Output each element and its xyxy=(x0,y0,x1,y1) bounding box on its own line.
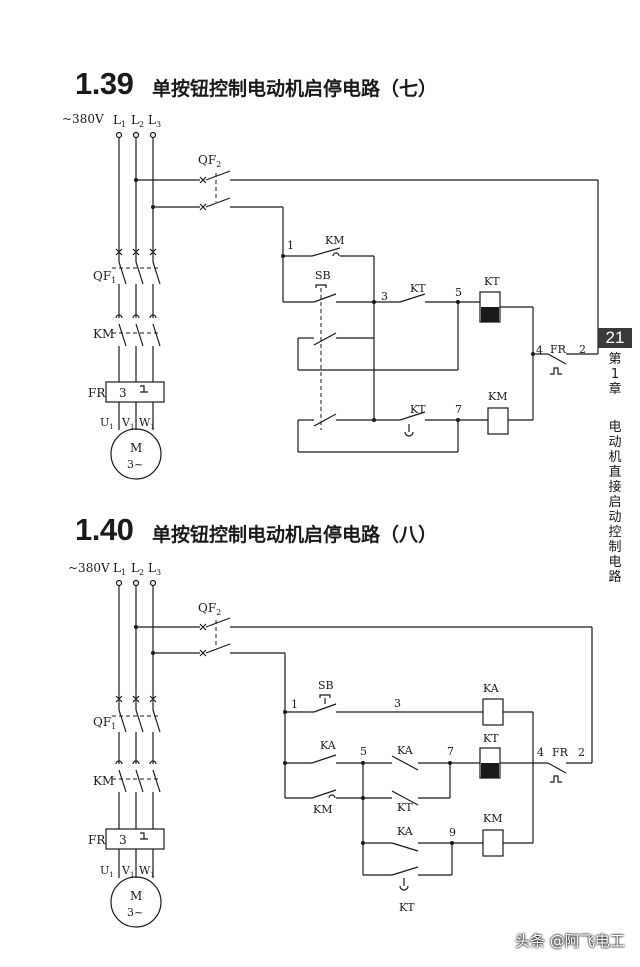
section-title: 单按钮控制电动机启停电路（七） xyxy=(152,78,438,100)
km-main-label: KM xyxy=(93,327,114,341)
chapter-title-char: 启 xyxy=(608,495,622,510)
chapter-title: 电 动 机 直 接 启 动 控 制 电 路 xyxy=(607,420,623,585)
node-9: 9 xyxy=(449,826,456,839)
motor-symbol xyxy=(110,876,162,928)
v-label: V1 xyxy=(121,864,134,879)
ka3-label: KA xyxy=(397,825,414,838)
km-coil-label: KM xyxy=(483,812,502,825)
sb-label: SB xyxy=(318,679,334,692)
sb-label: SB xyxy=(315,269,331,282)
circuit-diagram-1-40: ~380V L1 L2 L3 QF2 QF1 KM FR 3 U1 V1 W1 … xyxy=(68,561,593,928)
qf2-label: QF2 xyxy=(198,153,221,169)
qf2-label: QF2 xyxy=(198,601,221,617)
section-number: 1.39 xyxy=(75,66,134,101)
phase-l1-label: L1 xyxy=(113,561,126,577)
kt-coil-label: KT xyxy=(483,732,499,745)
node-7: 7 xyxy=(455,403,462,416)
node-2: 2 xyxy=(578,746,585,759)
chapter-char: 1 xyxy=(610,367,620,382)
motor-phase-label: 3~ xyxy=(127,458,143,471)
motor-symbol xyxy=(110,428,162,480)
chapter-title-char: 动 xyxy=(608,435,622,450)
u-label: U1 xyxy=(100,864,114,879)
motor-phase-label: 3~ xyxy=(127,906,143,919)
phase-l2-label: L2 xyxy=(131,561,144,577)
phase-l1-label: L1 xyxy=(113,113,126,129)
node-4: 4 xyxy=(536,344,543,357)
km-contact-label: KM xyxy=(325,234,344,247)
kt-delay-label: KT xyxy=(399,901,415,914)
phase-l3-label: L3 xyxy=(148,113,161,129)
v-label: V1 xyxy=(121,416,134,431)
phase-l2-label: L2 xyxy=(131,113,144,129)
chapter-title-char: 动 xyxy=(608,510,622,525)
chapter-char: 第 xyxy=(608,352,622,367)
chapter-title-char: 接 xyxy=(608,480,622,495)
node-3: 3 xyxy=(381,290,388,303)
node-4: 4 xyxy=(537,746,544,759)
fr-box-label: 3 xyxy=(119,833,127,847)
section-number: 1.40 xyxy=(75,512,134,547)
w-label: W1 xyxy=(139,864,155,879)
watermark: 头条 @阿飞电工 xyxy=(515,932,625,950)
motor-label: M xyxy=(130,441,142,455)
motor-label: M xyxy=(130,889,142,903)
km-coil-label: KM xyxy=(488,390,507,403)
node-2: 2 xyxy=(579,343,586,356)
u-label: U1 xyxy=(100,416,114,431)
fr-contact-label: FR xyxy=(550,343,567,356)
node-7: 7 xyxy=(447,745,454,758)
kt-contact-label: KT xyxy=(410,282,426,295)
node-5: 5 xyxy=(360,745,367,758)
fr-box-label: 3 xyxy=(119,386,127,400)
node-3: 3 xyxy=(394,697,401,710)
section-title: 单按钮控制电动机启停电路（八） xyxy=(152,524,438,546)
kt-coil-label: KT xyxy=(484,275,500,288)
supply-label: ~380V xyxy=(62,112,104,126)
km-nc-label: KM xyxy=(313,803,332,816)
fr-label: FR xyxy=(88,833,106,847)
chapter-title-char: 路 xyxy=(608,570,622,585)
phase-l3-label: L3 xyxy=(148,561,161,577)
w-label: W1 xyxy=(139,416,155,431)
qf1-label: QF1 xyxy=(93,269,116,285)
node-1: 1 xyxy=(291,698,298,711)
fr-label: FR xyxy=(88,386,106,400)
fr-contact-label: FR xyxy=(552,746,569,759)
ka1-label: KA xyxy=(320,739,337,752)
ka2-label: KA xyxy=(397,744,414,757)
ka-coil-label: KA xyxy=(483,682,500,695)
chapter-label: 第 1 章 xyxy=(607,352,623,397)
page-number-tab: 21 xyxy=(598,328,632,348)
node-5: 5 xyxy=(455,286,462,299)
kt-nc-label: KT xyxy=(397,801,413,814)
chapter-title-char: 电 xyxy=(608,555,622,570)
node-1: 1 xyxy=(287,239,294,252)
qf1-label: QF1 xyxy=(93,715,116,731)
km-main-label: KM xyxy=(93,774,114,788)
chapter-title-char: 机 xyxy=(608,450,622,465)
chapter-title-char: 控 xyxy=(608,525,622,540)
chapter-char: 章 xyxy=(608,382,622,397)
circuit-diagram-1-39: ~380V L1 L2 L3 QF2 QF1 KM FR 3 U1 V1 W1 … xyxy=(62,112,599,480)
chapter-title-char: 制 xyxy=(608,540,622,555)
supply-label: ~380V xyxy=(68,561,110,575)
chapter-title-char: 直 xyxy=(608,465,622,480)
chapter-title-char: 电 xyxy=(608,420,622,435)
